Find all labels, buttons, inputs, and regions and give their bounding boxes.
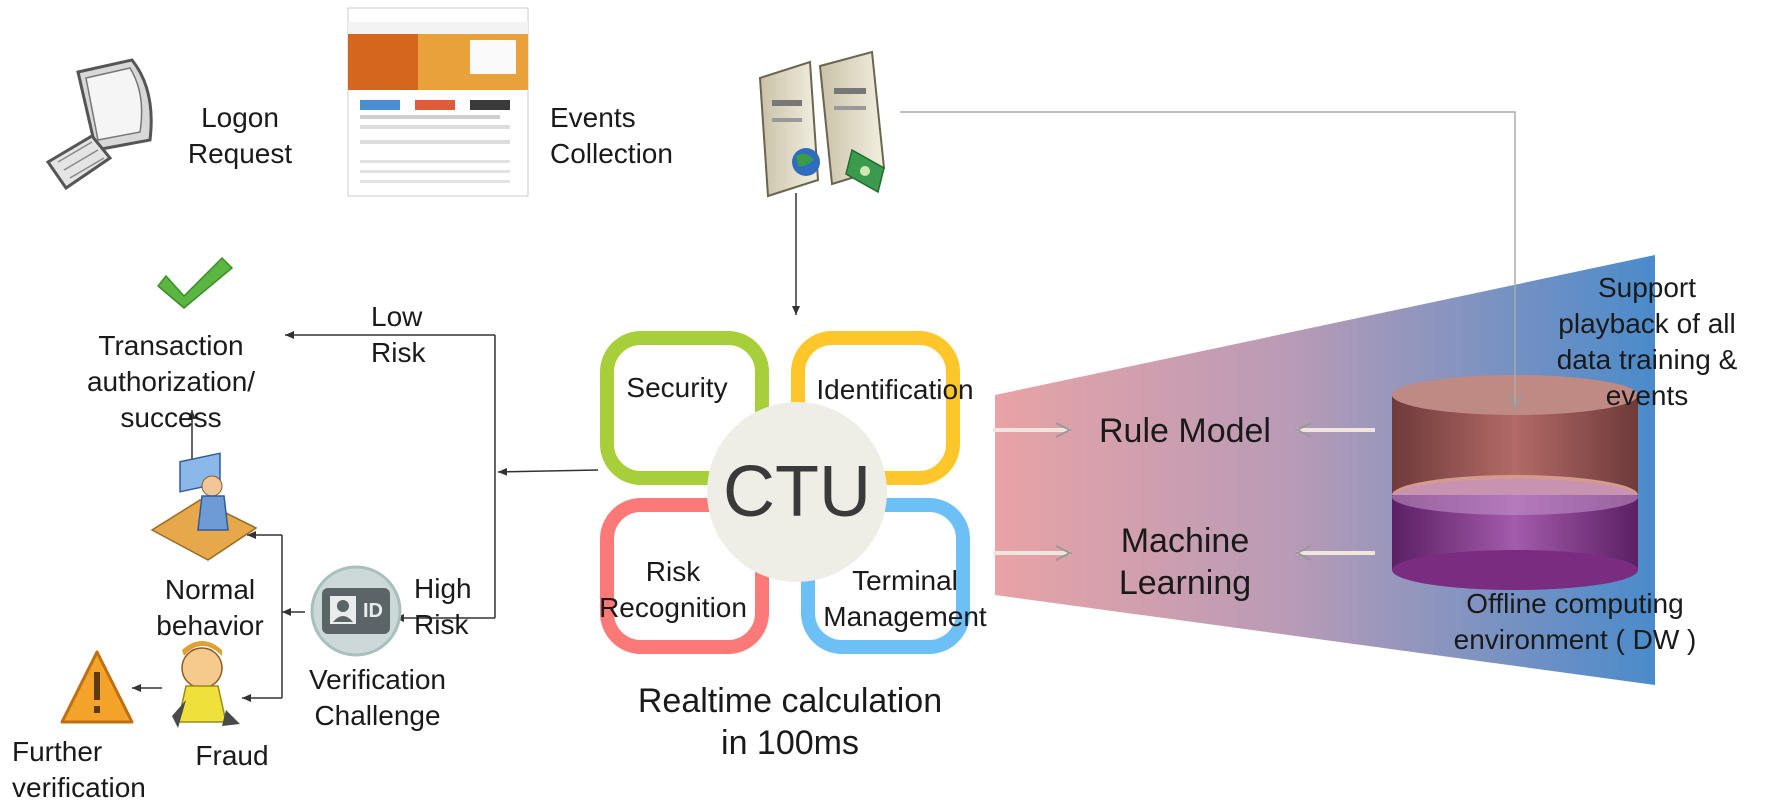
id-verification-icon (310, 565, 402, 657)
rule-model-label: Rule Model (1099, 412, 1271, 450)
website-screenshot-icon (347, 7, 529, 197)
offline-environment-label: Offline computing environment ( DW ) (1453, 588, 1697, 655)
id-badge-label: ID (363, 600, 383, 622)
security-label: Security (626, 372, 728, 403)
realtime-calculation-label: Realtime calculation in 100ms (637, 682, 943, 762)
terminal-management-label: Terminal Management (823, 565, 987, 632)
arrow-server-to-db (900, 111, 1515, 408)
warning-icon (60, 650, 134, 724)
further-verification-label: Further verification (12, 736, 146, 803)
events-collection-label: Events Collection (550, 102, 673, 169)
low-risk-label: Low Risk (371, 301, 426, 368)
risk-recognition-box (600, 498, 769, 654)
high-risk-label: High Risk (414, 573, 472, 640)
normal-behavior-label: Normal behavior (156, 574, 264, 641)
database-icon (1392, 375, 1638, 590)
arrow-ctu-to-decision (497, 467, 599, 476)
verification-challenge-label: Verification Challenge (309, 664, 446, 731)
support-playback-label: Support playback of all data training & … (1556, 272, 1738, 411)
transaction-success-label: Transaction authorization/ success (86, 330, 256, 433)
ctu-circle: CTU (707, 402, 887, 582)
fraud-label: Fraud (195, 740, 269, 771)
fraud-character-icon (172, 641, 240, 728)
logon-request-label: Logon Request (187, 102, 293, 169)
machine-learning-label: Machine Learning (1118, 522, 1252, 602)
identification-label: Identification (816, 374, 974, 405)
risk-recognition-label: Risk Recognition (599, 556, 747, 623)
computer-icon (45, 58, 153, 191)
person-at-computer-icon (150, 452, 258, 561)
checkmark-icon (156, 256, 234, 309)
server-icon (758, 50, 886, 198)
